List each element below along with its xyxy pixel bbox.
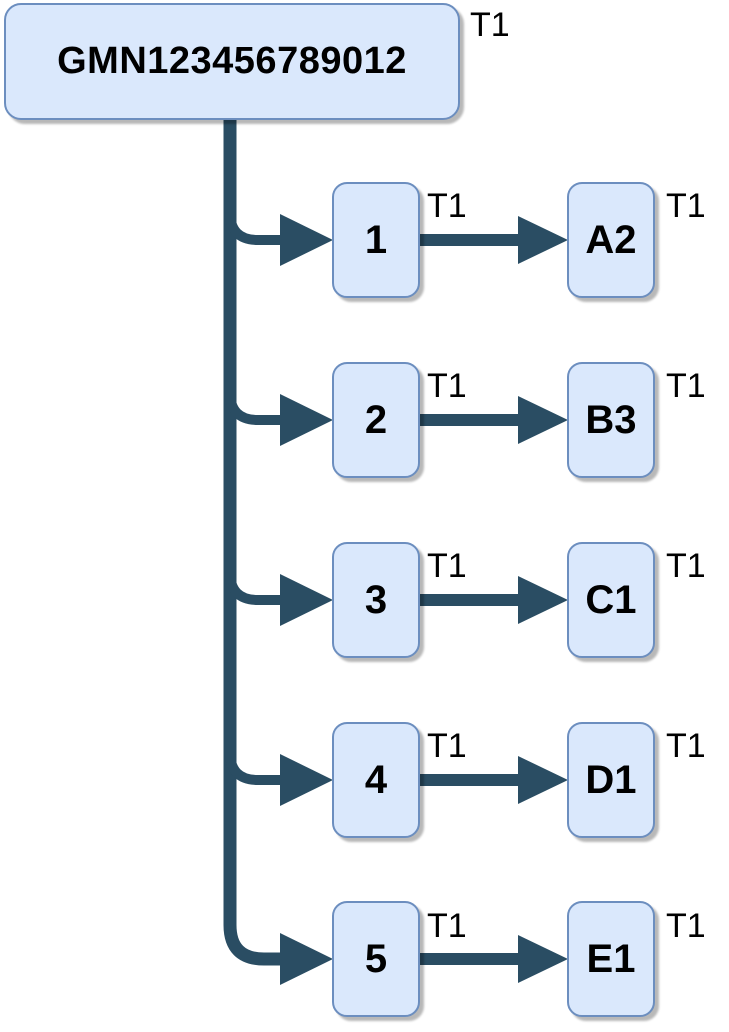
edge-label-source-3-t1: T1 — [427, 547, 467, 585]
branch-arrowhead-row2 — [280, 394, 333, 446]
link-arrowhead-row4 — [518, 756, 568, 804]
branch-connector-row3 — [225, 556, 284, 605]
node-target-c1: C1 — [567, 542, 655, 658]
node-source-2: 2 — [332, 362, 420, 478]
node-target-a2: A2 — [567, 182, 655, 298]
node-root: GMN123456789012 — [4, 3, 460, 120]
branch-arrowhead-row1 — [280, 214, 333, 266]
edge-label-source-4-t1: T1 — [427, 727, 467, 765]
link-arrowhead-row1 — [518, 216, 568, 264]
edge-label-target-b3-t1: T1 — [666, 367, 706, 405]
edge-label-target-e1-t1: T1 — [666, 907, 706, 945]
branch-connector-row4 — [225, 736, 284, 785]
edge-label-root-t1: T1 — [470, 6, 510, 44]
branch-arrowhead-row5 — [280, 933, 333, 985]
node-target-d1: D1 — [567, 722, 655, 838]
branch-connector-row1 — [225, 196, 284, 245]
node-target-b3: B3 — [567, 362, 655, 478]
edge-label-target-c1-t1: T1 — [666, 547, 706, 585]
node-source-5: 5 — [332, 901, 420, 1017]
node-source-1: 1 — [332, 182, 420, 298]
node-source-4: 4 — [332, 722, 420, 838]
link-arrowhead-row2 — [518, 396, 568, 444]
edge-label-source-5-t1: T1 — [427, 907, 467, 945]
link-arrowhead-row5 — [518, 935, 568, 983]
edge-label-source-2-t1: T1 — [427, 367, 467, 405]
node-source-3: 3 — [332, 542, 420, 658]
trunk-connector — [223, 118, 284, 966]
branch-arrowhead-row3 — [280, 574, 333, 626]
branch-connector-row2 — [225, 376, 284, 425]
edge-label-target-d1-t1: T1 — [666, 727, 706, 765]
edge-label-source-1-t1: T1 — [427, 187, 467, 225]
branch-arrowhead-row4 — [280, 754, 333, 806]
link-arrowhead-row3 — [518, 576, 568, 624]
edge-label-target-a2-t1: T1 — [666, 187, 706, 225]
node-target-e1: E1 — [567, 901, 655, 1017]
